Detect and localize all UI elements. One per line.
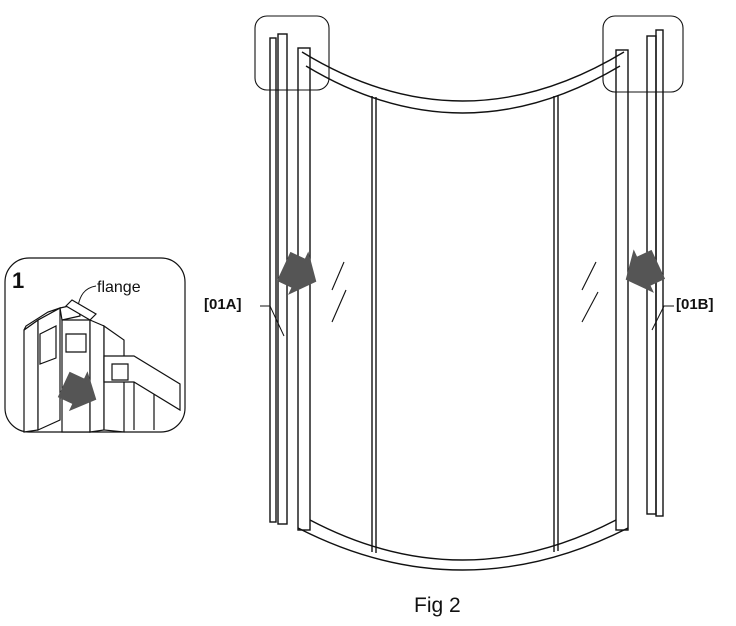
panel-edge [103,355,181,430]
top-curved-rail-inner [305,65,621,114]
figure-caption: Fig 2 [414,594,461,617]
right-insert-arrow [625,249,666,293]
left-insert-arrow [276,251,317,295]
bottom-curved-rail-inner [309,519,617,561]
left-profile-leader [260,305,285,337]
detail-number: 1 [12,268,24,293]
top-left-zoom-box [254,15,330,91]
glass-reflection-marks [331,261,599,323]
right-profile-label: [01B] [676,296,714,313]
left-profile-label: [01A] [204,296,242,313]
left-wall-profile-outer [269,37,277,523]
flange-callout-label: flange [97,279,141,296]
top-right-zoom-box [602,15,684,93]
top-curved-rail [301,51,625,102]
detail-inset: 1 flange [4,257,186,433]
bottom-curved-rail [297,527,629,571]
right-frame-upright [615,49,629,531]
right-profile-leader [651,305,674,331]
profile-extrusion [23,299,125,433]
detail-inset-frame [4,257,186,433]
shower-enclosure [269,29,664,571]
insert-direction-arrow [57,371,97,412]
flange-leader-line [77,285,97,307]
